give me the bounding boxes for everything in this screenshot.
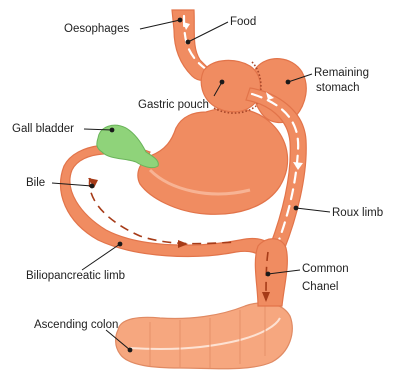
label-remaining-stomach-2: stomach bbox=[316, 82, 359, 94]
label-ascending-colon: Ascending colon bbox=[34, 319, 118, 331]
label-roux-limb: Roux limb bbox=[332, 207, 383, 219]
label-remaining-stomach-1: Remaining bbox=[314, 67, 369, 79]
gastric-pouch bbox=[201, 60, 261, 113]
label-common-chanel-1: Common bbox=[302, 263, 349, 275]
label-oesophages: Oesophages bbox=[64, 23, 129, 35]
label-biliopancreatic-limb: Biliopancreatic limb bbox=[26, 270, 125, 282]
label-gastric-pouch: Gastric pouch bbox=[138, 99, 209, 111]
label-common-chanel-2: Chanel bbox=[302, 281, 338, 293]
label-gall-bladder: Gall bladder bbox=[12, 123, 74, 135]
gall-bladder bbox=[97, 125, 159, 167]
label-bile: Bile bbox=[26, 177, 45, 189]
ascending-colon bbox=[116, 303, 293, 369]
label-food: Food bbox=[230, 16, 256, 28]
stomach-body bbox=[138, 108, 288, 214]
